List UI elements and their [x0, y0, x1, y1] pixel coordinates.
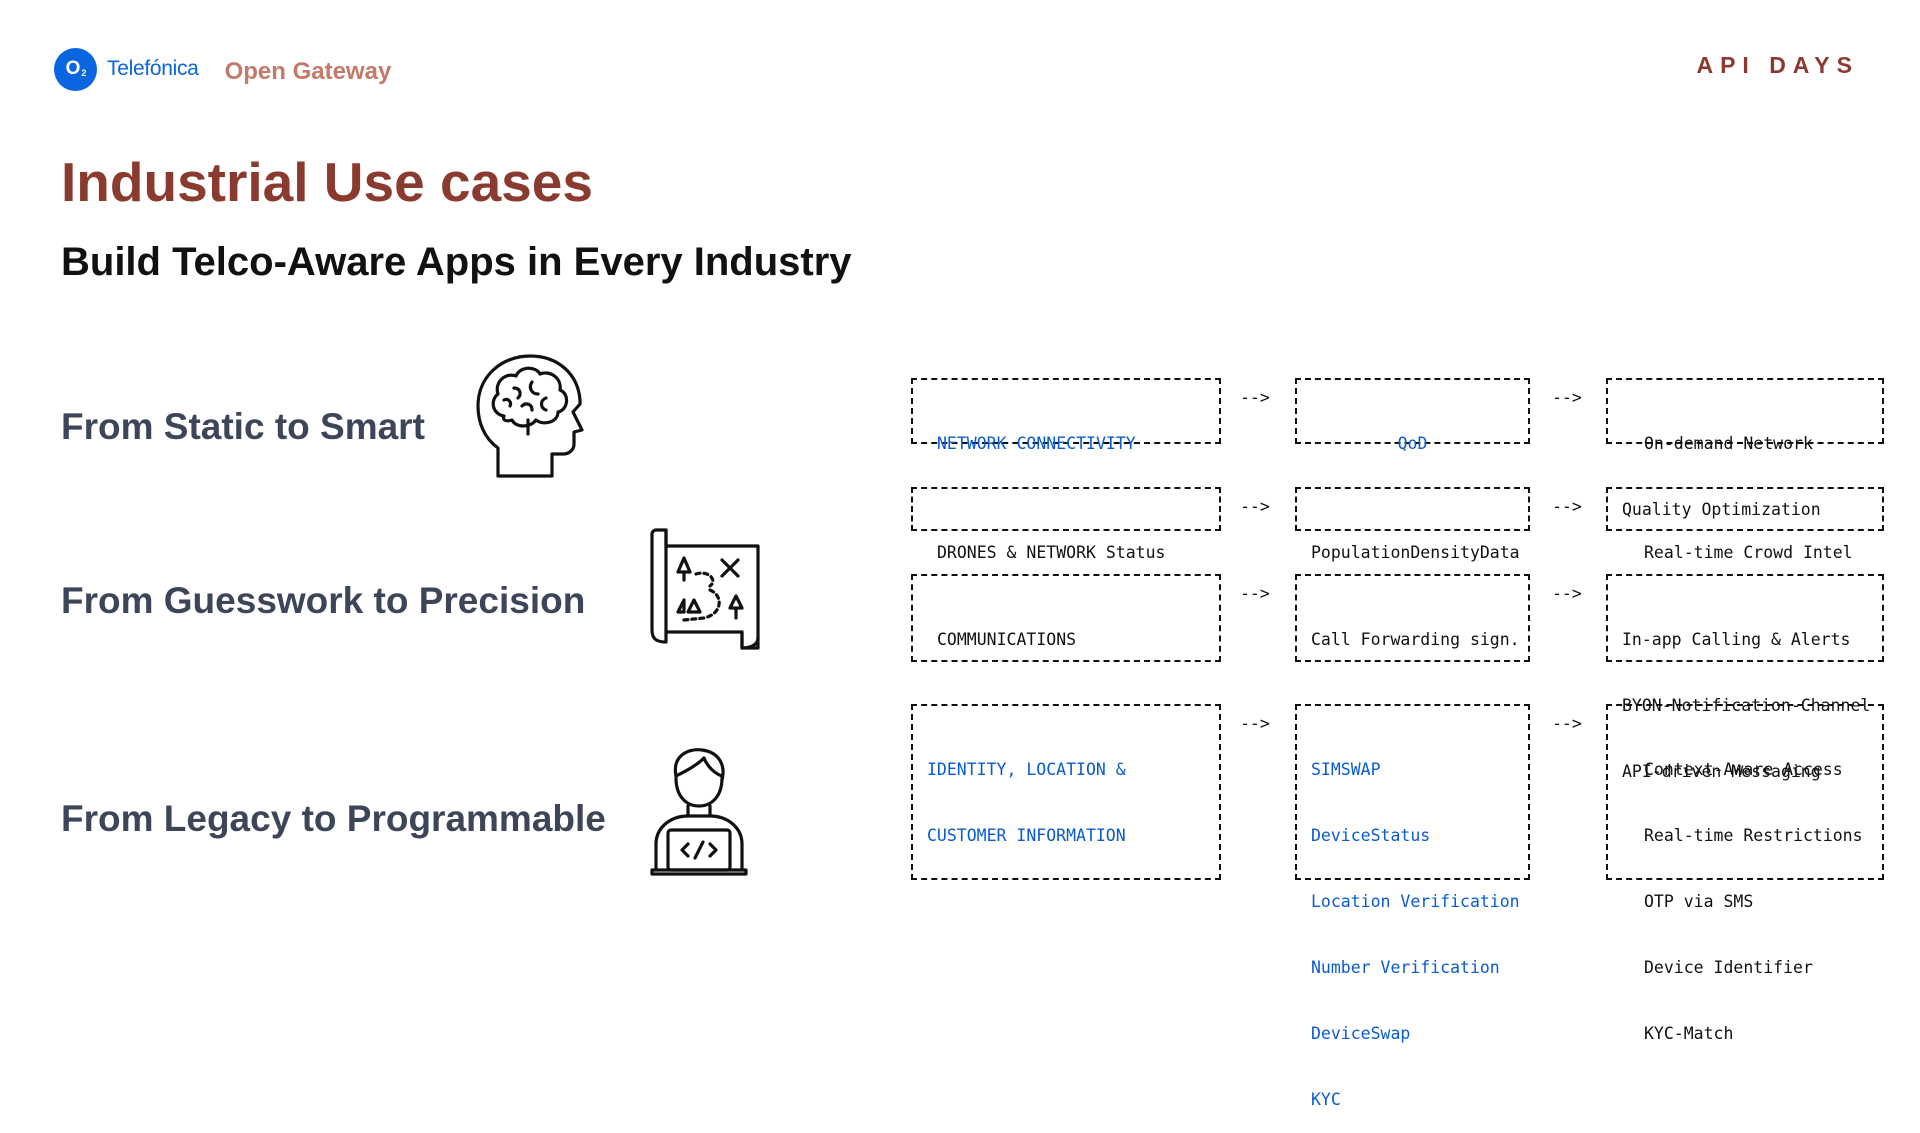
flow-api-line: DeviceStatus: [1311, 826, 1431, 845]
flow-outcome-line: Quality Optimization: [1622, 500, 1821, 519]
flow-arrow: -->: [1240, 388, 1270, 407]
brain-head-icon: [474, 352, 586, 478]
flow-api-line: PopulationDensityData: [1311, 543, 1520, 562]
flow-outcome-line: Context-Aware Access: [1644, 760, 1843, 779]
flow-category-box: DRONES & NETWORK Status: [911, 487, 1221, 562]
flow-api-line: QoD: [1397, 434, 1428, 453]
flow-outcome-box: On-demand Network Quality Optimization: [1606, 378, 1884, 519]
flow-outcome-line: API-driven Messaging: [1622, 762, 1821, 781]
flow-outcome-line: OTP via SMS: [1644, 892, 1754, 911]
flow-api-line: DeviceSwap: [1311, 1024, 1411, 1043]
flow-arrow: -->: [1552, 584, 1582, 603]
logo-mark: O: [65, 58, 81, 79]
row-heading-legacy-to-programmable: From Legacy to Programmable: [61, 798, 606, 839]
flow-outcome-line: Real-time Restrictions: [1644, 826, 1863, 845]
flow-api-line: KYC: [1311, 1090, 1341, 1109]
flow-arrow: -->: [1552, 497, 1582, 516]
flow-arrow: -->: [1240, 497, 1270, 516]
flow-arrow: -->: [1552, 714, 1582, 733]
flow-outcome-line: Real-time Crowd Intel: [1644, 543, 1853, 562]
flow-category-line: CUSTOMER INFORMATION: [927, 826, 1126, 845]
flow-api-line: Location Verification: [1311, 892, 1520, 911]
developer-laptop-icon: [648, 746, 750, 876]
flow-arrow: -->: [1240, 714, 1270, 733]
flow-outcome-line: Device Identifier: [1644, 958, 1813, 977]
page-subtitle: Build Telco-Aware Apps in Every Industry: [61, 240, 852, 284]
flow-arrow: -->: [1240, 584, 1270, 603]
flow-api-line: Call Forwarding sign.: [1311, 630, 1520, 649]
event-name: API DAYS: [1696, 52, 1859, 78]
flow-api-box: Call Forwarding sign.: [1295, 574, 1530, 662]
flow-api-line: Number Verification: [1311, 958, 1500, 977]
flow-api-box: PopulationDensityData: [1295, 487, 1530, 562]
flow-outcome-line: KYC-Match: [1644, 1024, 1734, 1043]
flow-arrow: -->: [1552, 388, 1582, 407]
flow-outcome-box: Context-Aware Access Real-time Restricti…: [1606, 704, 1884, 1043]
flow-outcome-line: In-app Calling & Alerts: [1622, 630, 1851, 649]
logo-sub: 2: [81, 68, 87, 78]
product-name: Open Gateway: [224, 58, 392, 85]
flow-category-box: NETWORK CONNECTIVITY: [911, 378, 1221, 453]
row-heading-static-to-smart: From Static to Smart: [61, 406, 425, 447]
flow-category-line: NETWORK CONNECTIVITY: [937, 434, 1136, 453]
flow-category-box: COMMUNICATIONS: [911, 574, 1221, 662]
treasure-map-icon: [648, 528, 764, 652]
flow-category-line: DRONES & NETWORK Status: [937, 543, 1166, 562]
flow-outcome-box: In-app Calling & Alerts BYON-Notificatio…: [1606, 574, 1884, 781]
flow-api-box: QoD: [1295, 378, 1530, 453]
flow-outcome-box: Real-time Crowd Intel: [1606, 487, 1884, 562]
page-title: Industrial Use cases: [61, 151, 593, 213]
row-heading-guesswork-to-precision: From Guesswork to Precision: [61, 580, 586, 621]
flow-category-line: IDENTITY, LOCATION &: [927, 760, 1126, 779]
flow-category-box: IDENTITY, LOCATION & CUSTOMER INFORMATIO…: [911, 704, 1221, 880]
flow-category-line: COMMUNICATIONS: [937, 630, 1077, 649]
brand-name: Telefónica: [107, 57, 199, 80]
flow-api-line: SIMSWAP: [1311, 760, 1381, 779]
flow-outcome-line: On-demand Network: [1644, 434, 1813, 453]
flow-api-box: SIMSWAP DeviceStatus Location Verificati…: [1295, 704, 1530, 1109]
